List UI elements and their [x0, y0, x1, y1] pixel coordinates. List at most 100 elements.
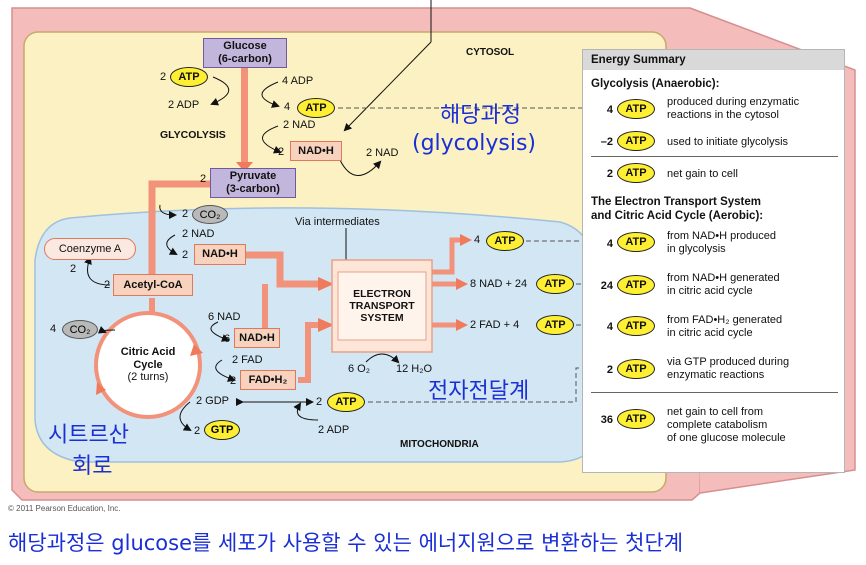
summary-row3-desc: net gain to cell — [667, 168, 738, 180]
krebs-gtp-count: 2 — [194, 425, 201, 437]
ets-out-1 — [432, 237, 462, 275]
o2-h2o-curve — [365, 353, 400, 364]
summary-row3-num: 2 — [606, 168, 613, 180]
summary-row4-desc-2: in glycolysis — [667, 243, 726, 255]
glyco-nadh-count: 2 — [278, 146, 285, 158]
summary-total-num: 36 — [600, 414, 613, 426]
annotation-ets-ko: 전자전달계 — [428, 379, 530, 404]
glyco-atp-out: ATP — [297, 98, 335, 118]
nadh-out-curve — [339, 159, 382, 176]
fad-krebs-curve — [215, 359, 236, 382]
ets-out3-prefix: 2 FAD + 4 — [470, 319, 520, 331]
summary-row4-atp: ATP — [617, 232, 655, 252]
summary-row2-desc: used to initiate glycolysis — [667, 136, 789, 148]
ets-out2-prefix: 8 NAD + 24 — [470, 278, 528, 290]
glucose-box: Glucose (6-carbon) — [203, 38, 287, 68]
nad-curve — [262, 125, 282, 154]
krebs-circle — [94, 311, 202, 419]
energy-summary-panel: Energy Summary Glycolysis (Anaerobic): 4… — [582, 49, 845, 473]
ets-out3-atp: ATP — [536, 315, 574, 335]
link-co2: CO₂ — [192, 205, 228, 224]
summary-row4-num: 4 — [606, 238, 613, 250]
link-co2-count: 2 — [182, 208, 189, 220]
annotation-glycolysis-ko: 해당과정 — [440, 103, 521, 128]
fadh-ets-flow — [298, 322, 322, 383]
summary-row1-num: 4 — [606, 104, 613, 116]
summary-glycolysis-head: Glycolysis (Anaerobic): — [591, 78, 720, 90]
acetyl-coa-box: Acetyl-CoA — [113, 274, 193, 296]
summary-row7-num: 2 — [606, 364, 613, 376]
summary-row7-desc-1: via GTP produced during — [667, 356, 790, 368]
krebs-fad-in: 2 FAD — [232, 354, 263, 366]
krebs-arrow-1 — [190, 344, 203, 356]
annotation-glycolysis-en: (glycolysis) — [412, 131, 536, 156]
glucose-name: Glucose — [223, 40, 267, 53]
krebs-gdp: 2 GDP — [196, 395, 230, 407]
summary-title: Energy Summary — [591, 54, 686, 66]
summary-row5-desc-2: in citric acid cycle — [667, 285, 753, 297]
copyright: © 2011 Pearson Education, Inc. — [8, 504, 121, 513]
summary-divider-2 — [591, 392, 838, 393]
summary-row2-num: –2 — [600, 136, 613, 148]
fadh-ets-flow-head — [318, 318, 334, 332]
krebs-gtp: GTP — [204, 420, 240, 440]
ets-title-3: SYSTEM — [360, 312, 404, 325]
glyco-nad-out: 2 NAD — [366, 147, 399, 159]
ets-h2o: 12 H₂O — [396, 363, 433, 375]
glyco-adp-in: 4 ADP — [282, 75, 314, 87]
pyruvate-box: Pyruvate (3-carbon) — [210, 168, 296, 198]
caption: 해당과정은 glucose를 세포가 사용할 수 있는 에너지원으로 변환하는 … — [8, 531, 684, 555]
coenzyme-curve — [84, 256, 111, 286]
ets-out-1-head — [460, 234, 472, 246]
coenzyme-a-box: Coenzyme A — [44, 238, 136, 260]
krebs-fadh-count: 2 — [230, 375, 237, 387]
krebs-atp: ATP — [327, 392, 365, 412]
via-intermediates: Via intermediates — [295, 216, 380, 228]
summary-row5-atp: ATP — [617, 275, 655, 295]
krebs-title: Citric Acid Cycle (2 turns) — [108, 343, 188, 387]
summary-title-bar — [583, 50, 844, 70]
glyco-atp-out-count: 4 — [284, 101, 291, 113]
ets-out1-atp: ATP — [486, 231, 524, 251]
krebs-nad-in: 6 NAD — [208, 311, 241, 323]
glucose-carbons: (6-carbon) — [218, 53, 272, 65]
ets-box-inner — [337, 271, 427, 341]
glycolysis-flow-head — [236, 162, 253, 172]
glyco-atp-in: ATP — [170, 67, 208, 87]
ets-out1-count: 4 — [474, 234, 481, 246]
atp-adp-curve-1 — [210, 76, 230, 106]
ets-title-2: TRANSPORT — [349, 299, 415, 312]
ets-out-3-head — [456, 319, 468, 331]
summary-row4-desc-1: from NAD•H produced — [667, 230, 777, 242]
glyco-adp-out: 2 ADP — [168, 99, 200, 111]
ets-out2-atp: ATP — [536, 274, 574, 294]
krebs-co2: CO₂ — [62, 320, 98, 339]
krebs-title-2: Cycle — [133, 358, 163, 371]
glyco-atp-in-count: 2 — [160, 71, 167, 83]
summary-row6-num: 4 — [606, 321, 613, 333]
gdp-gtp-curve — [179, 401, 192, 432]
annotation-krebs-ko-1: 시트르산 — [48, 423, 129, 448]
krebs-title-1: Citric Acid — [120, 346, 176, 359]
acetyl-flow — [149, 298, 155, 318]
cytosol-label: CYTOSOL — [466, 47, 515, 58]
glycolysis-flow — [241, 68, 248, 168]
pyruvate-carbons: (3-carbon) — [226, 183, 280, 195]
summary-row3-atp: ATP — [617, 163, 655, 183]
summary-row5-desc-1: from NAD•H generated — [667, 272, 780, 284]
ets-o2: 6 O₂ — [348, 363, 370, 375]
krebs-arrow-2 — [96, 382, 106, 395]
summary-total-atp: ATP — [617, 409, 655, 429]
summary-row6-desc-2: in citric acid cycle — [667, 327, 753, 339]
summary-row6-desc-1: from FAD•H₂ generated — [667, 314, 783, 326]
nadh-ets-flow-1-head — [318, 277, 334, 291]
pyruvate-name: Pyruvate — [229, 170, 277, 183]
adp-atp-curve — [293, 402, 319, 421]
summary-row1-atp: ATP — [617, 99, 655, 119]
krebs-fadh-box: FAD•H₂ — [240, 370, 296, 390]
summary-total-desc-2: complete catabolism — [667, 419, 768, 431]
summary-row1-desc-2: reactions in the cytosol — [667, 109, 779, 121]
summary-aerobic-head-1: The Electron Transport System — [591, 196, 761, 208]
summary-row2-atp: ATP — [617, 131, 655, 151]
ets-title: ELECTRON TRANSPORT SYSTEM — [338, 284, 426, 328]
